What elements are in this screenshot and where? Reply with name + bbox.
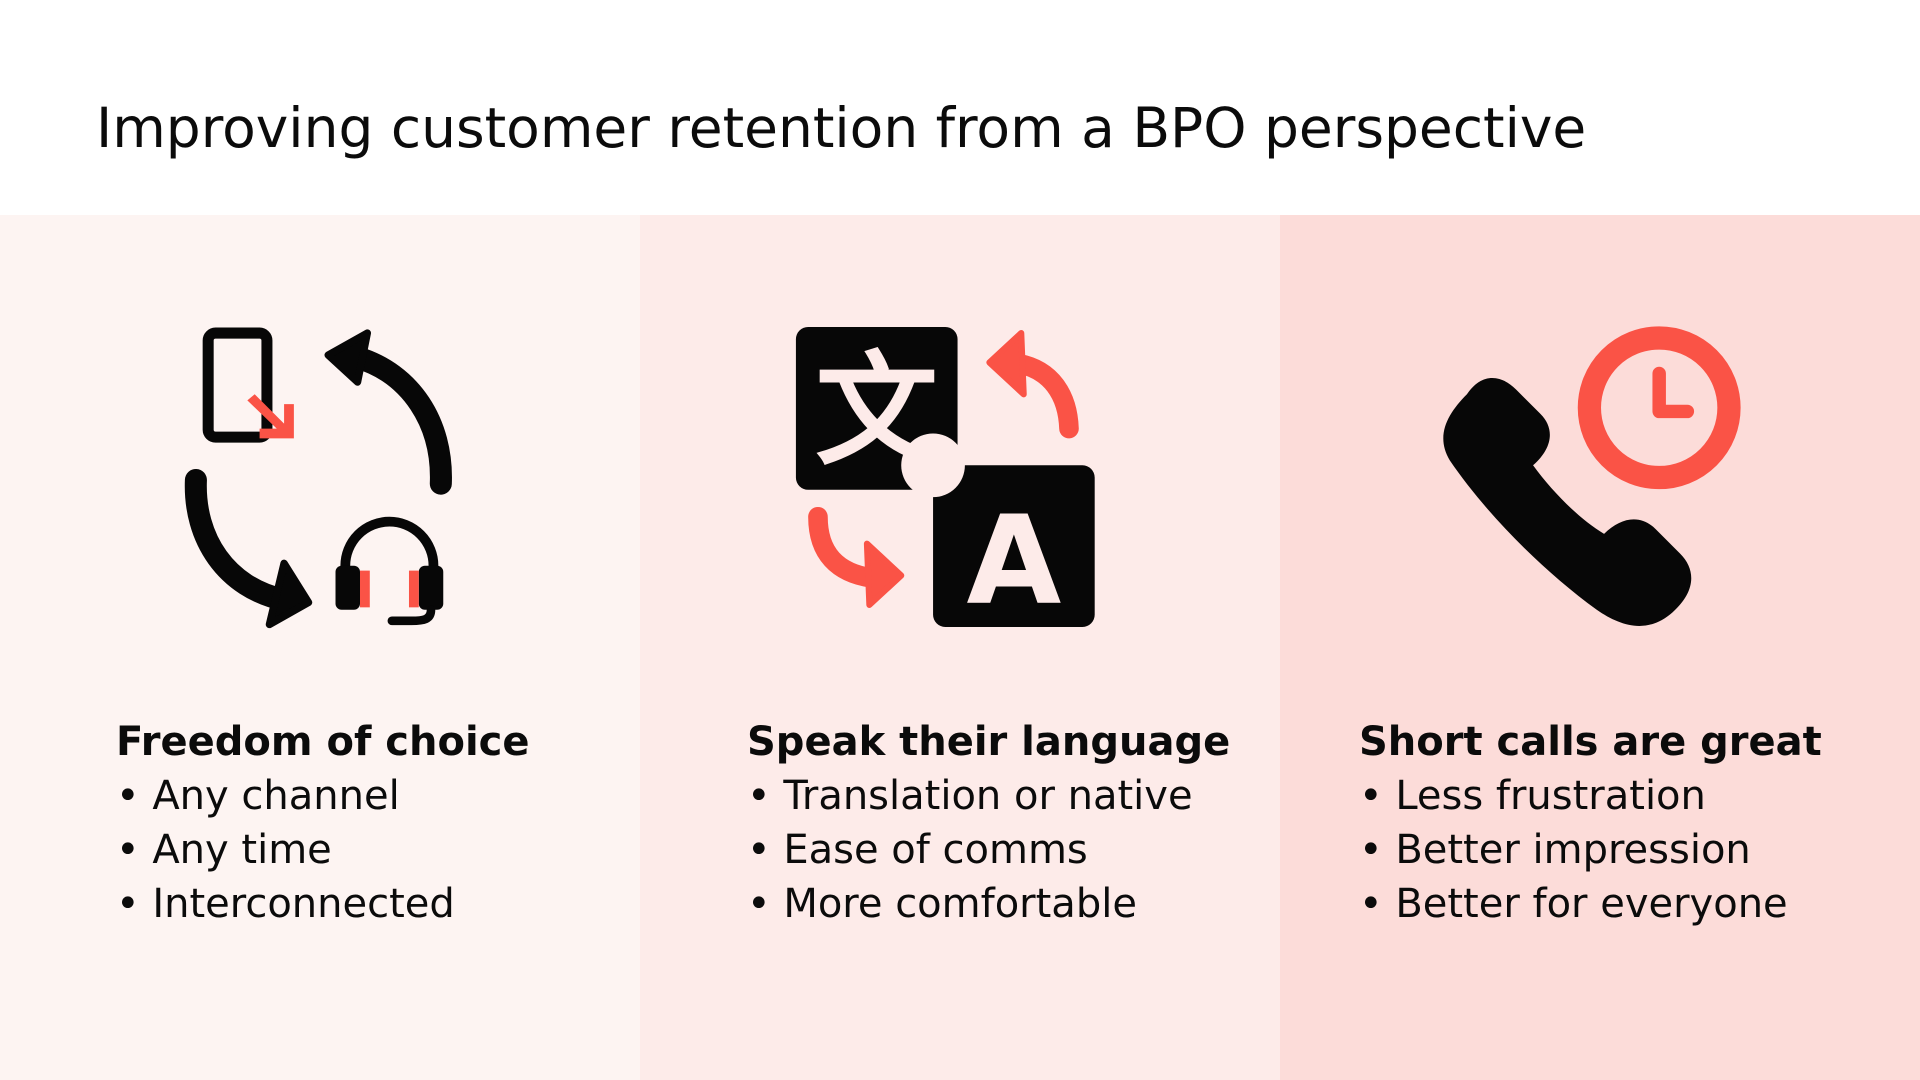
omnichannel-cycle-icon — [184, 327, 452, 629]
bullet-item: Better impression — [1359, 823, 1822, 877]
cycle-arrow-top-icon — [346, 346, 452, 495]
bullet-list: Any channel Any time Interconnected — [116, 769, 530, 931]
mobile-device-icon — [202, 327, 273, 443]
page-title: Improving customer retention from a BPO … — [96, 96, 1587, 160]
cycle-arrow-bottom-icon — [184, 468, 296, 612]
bullet-item: Interconnected — [116, 877, 530, 931]
bullet-item: Any time — [116, 823, 530, 877]
header: Improving customer retention from a BPO … — [0, 0, 1920, 215]
panel-text-freedom: Freedom of choice Any channel Any time I… — [116, 715, 530, 931]
download-arrow-icon — [247, 394, 294, 439]
headset-icon — [335, 516, 444, 626]
clock-icon — [1577, 326, 1741, 490]
panel-text-language: Speak their language Translation or nati… — [747, 715, 1230, 931]
panel-text-short-calls: Short calls are great Less frustration B… — [1359, 715, 1822, 931]
panel-heading: Freedom of choice — [116, 719, 530, 765]
bullet-item: Less frustration — [1359, 769, 1822, 823]
bullet-list: Less frustration Better impression Bette… — [1359, 769, 1822, 931]
bullet-item: Ease of comms — [747, 823, 1230, 877]
bullet-item: Better for everyone — [1359, 877, 1822, 931]
bullet-item: More comfortable — [747, 877, 1230, 931]
panel-heading: Speak their language — [747, 719, 1231, 765]
phone-clock-icon — [1443, 326, 1741, 626]
panel-heading: Short calls are great — [1359, 719, 1822, 765]
panel-speak-their-language — [640, 215, 1280, 1080]
panel-freedom-of-choice — [0, 215, 640, 1080]
bullet-item: Any channel — [116, 769, 530, 823]
bullet-item: Translation or native — [747, 769, 1230, 823]
bullet-list: Translation or native Ease of comms More… — [747, 769, 1230, 931]
translate-icon: 文 A — [795, 326, 1095, 631]
svg-text:A: A — [966, 488, 1061, 631]
phone-handset-icon — [1443, 378, 1692, 626]
